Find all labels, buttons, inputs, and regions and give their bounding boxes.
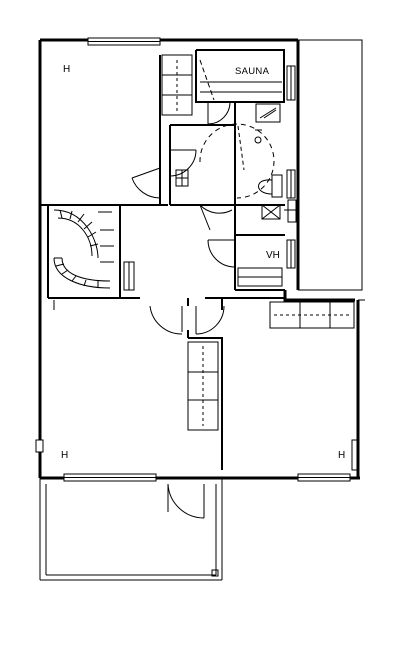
interior-walls [40,49,285,470]
staircase [53,209,135,291]
wardrobe-right [269,301,355,329]
right-terrace [298,39,365,301]
label-room-bottom-right: H [338,450,345,461]
details [53,199,359,471]
label-sauna: SAUNA [235,66,270,77]
label-room-bottom-left: H [61,450,68,461]
wardrobe-hall [187,341,219,431]
bathroom-fixtures [175,123,283,220]
doors [131,101,236,519]
outer-walls [38,38,360,480]
sauna-interior [199,59,282,123]
label-walk-in-closet: VH [266,250,280,261]
wardrobe-top [161,54,193,116]
bottom-balcony [39,478,223,581]
windows [35,37,351,482]
label-room-top-left: H [63,64,70,75]
walk-in-closet-shelves [237,267,283,287]
